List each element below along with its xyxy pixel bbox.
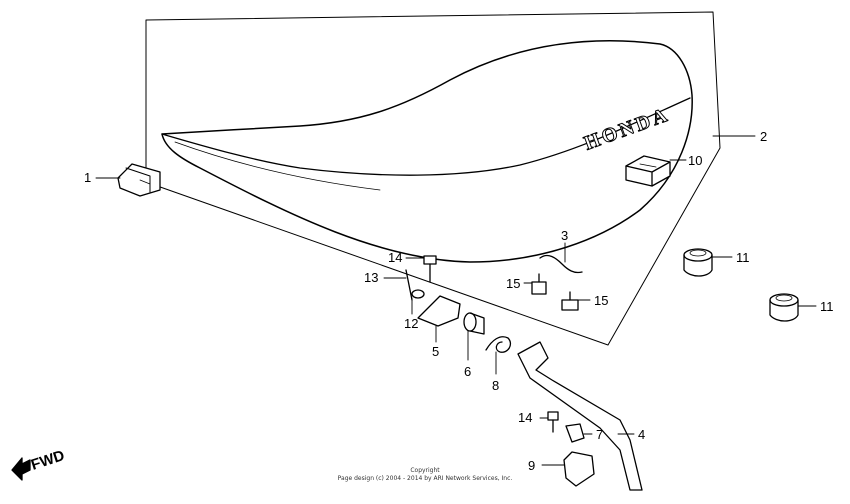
callout-9: 9 bbox=[528, 458, 535, 473]
seat bbox=[161, 40, 693, 263]
copyright-line-1: Copyright bbox=[410, 467, 440, 474]
part-4-lever bbox=[517, 341, 643, 491]
callout-1: 1 bbox=[84, 170, 91, 185]
callout-11-upper: 11 bbox=[736, 250, 750, 265]
part-1-bracket bbox=[117, 163, 161, 197]
callout-13: 13 bbox=[364, 270, 378, 285]
callout-3: 3 bbox=[561, 228, 568, 243]
part-3-wire bbox=[539, 254, 583, 274]
callout-7: 7 bbox=[596, 427, 603, 442]
part-12-washer bbox=[411, 289, 425, 299]
callout-14-lower: 14 bbox=[518, 410, 532, 425]
callout-15-right: 15 bbox=[594, 293, 608, 308]
part-14-bolt-lower bbox=[547, 411, 559, 433]
seat-brand-text: HONDA bbox=[581, 103, 673, 154]
part-7-nut bbox=[565, 423, 585, 443]
callout-6: 6 bbox=[464, 364, 471, 379]
callout-15-left: 15 bbox=[506, 276, 520, 291]
part-8-spring bbox=[485, 336, 512, 353]
assembly-outline bbox=[145, 11, 721, 346]
part-6-collar bbox=[463, 312, 485, 335]
part-14-bolt-upper bbox=[423, 255, 437, 283]
callout-14-upper: 14 bbox=[388, 250, 402, 265]
callout-12: 12 bbox=[404, 316, 418, 331]
part-9-bracket bbox=[563, 451, 595, 487]
callout-2: 2 bbox=[760, 129, 767, 144]
fwd-arrow-icon bbox=[11, 457, 31, 481]
part-13-pin bbox=[405, 269, 413, 301]
part-5-plate bbox=[417, 295, 461, 327]
part-11-cap-lower bbox=[769, 293, 799, 322]
part-10-rubber bbox=[625, 155, 671, 187]
part-11-cap-upper bbox=[683, 248, 713, 277]
callout-10: 10 bbox=[688, 153, 702, 168]
part-15-bolt-left bbox=[531, 273, 547, 295]
copyright-line-2: Page design (c) 2004 - 2014 by ARI Netwo… bbox=[337, 475, 513, 482]
callout-11-lower: 11 bbox=[820, 299, 834, 314]
callout-8: 8 bbox=[492, 378, 499, 393]
part-15-bolt-right bbox=[561, 291, 579, 311]
callout-5: 5 bbox=[432, 344, 439, 359]
callout-4: 4 bbox=[638, 427, 645, 442]
